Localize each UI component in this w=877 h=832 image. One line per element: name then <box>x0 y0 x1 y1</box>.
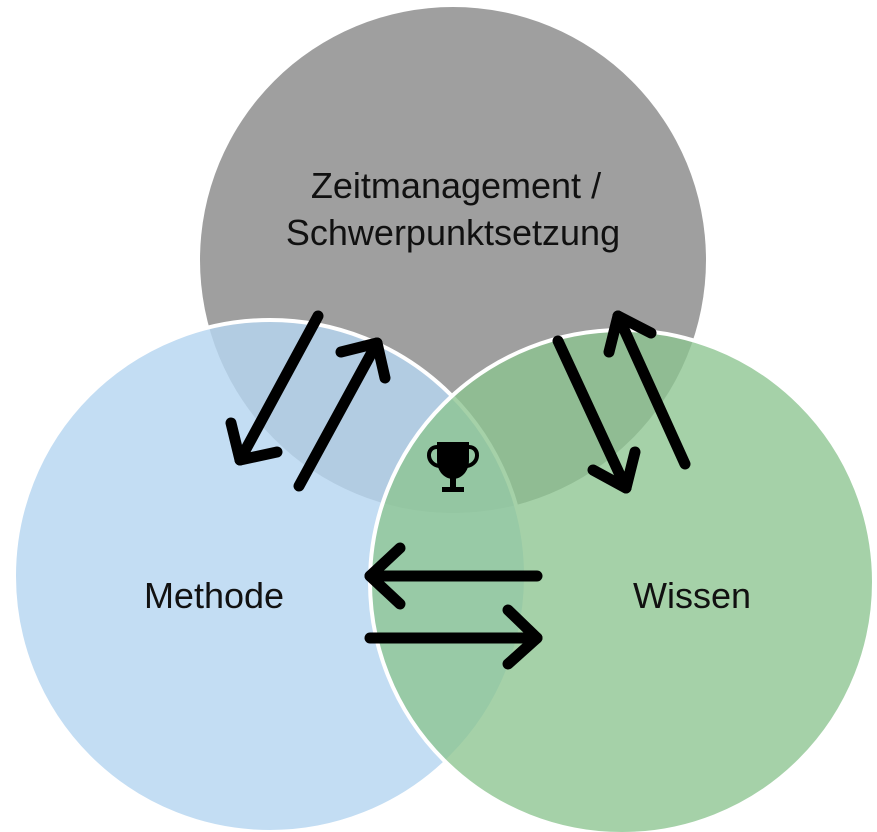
label-zeitmanagement-line1: Zeitmanagement / <box>311 165 601 206</box>
arrow-left-to-right <box>364 604 543 670</box>
label-zeitmanagement-line2: Schwerpunktsetzung <box>286 212 620 253</box>
label-methode: Methode <box>144 575 284 616</box>
arrow-right-to-left <box>364 542 543 610</box>
arrow-top-to-right <box>552 335 641 494</box>
arrow-right-to-top <box>603 310 691 470</box>
trophy-icon <box>427 442 479 492</box>
arrow-top-to-left <box>225 310 324 466</box>
arrow-left-to-top <box>293 337 391 492</box>
label-wissen: Wissen <box>633 575 751 616</box>
